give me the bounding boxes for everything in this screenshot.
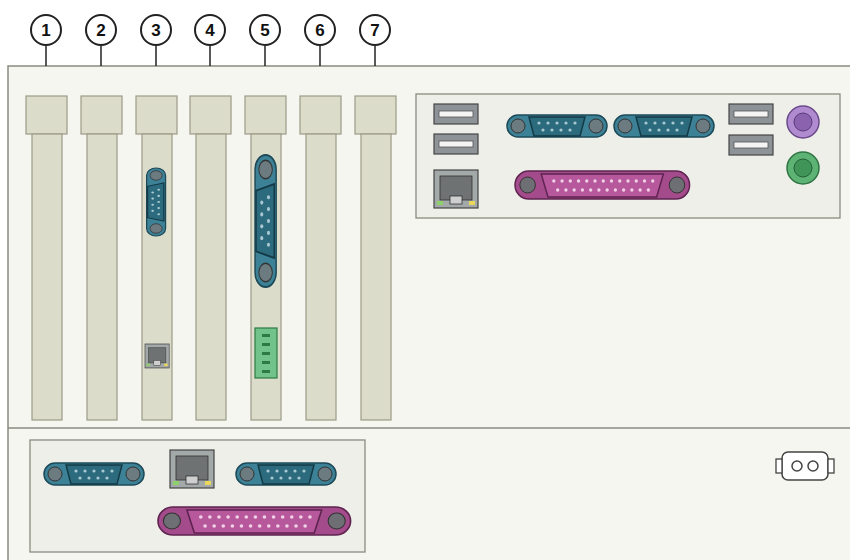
callout-text: 3 <box>151 22 160 39</box>
callout-number: 1 <box>30 14 62 46</box>
callout-number: 3 <box>140 14 172 46</box>
callout-number: 5 <box>249 14 281 46</box>
callout-text: 1 <box>41 22 50 39</box>
callout-text: 5 <box>260 22 269 39</box>
callout-number: 4 <box>194 14 226 46</box>
callout-number: 6 <box>304 14 336 46</box>
callout-text: 7 <box>370 22 379 39</box>
callout-number: 2 <box>85 14 117 46</box>
callout-text: 6 <box>315 22 324 39</box>
callout-text: 4 <box>205 22 214 39</box>
callout-number: 7 <box>359 14 391 46</box>
callout-text: 2 <box>96 22 105 39</box>
